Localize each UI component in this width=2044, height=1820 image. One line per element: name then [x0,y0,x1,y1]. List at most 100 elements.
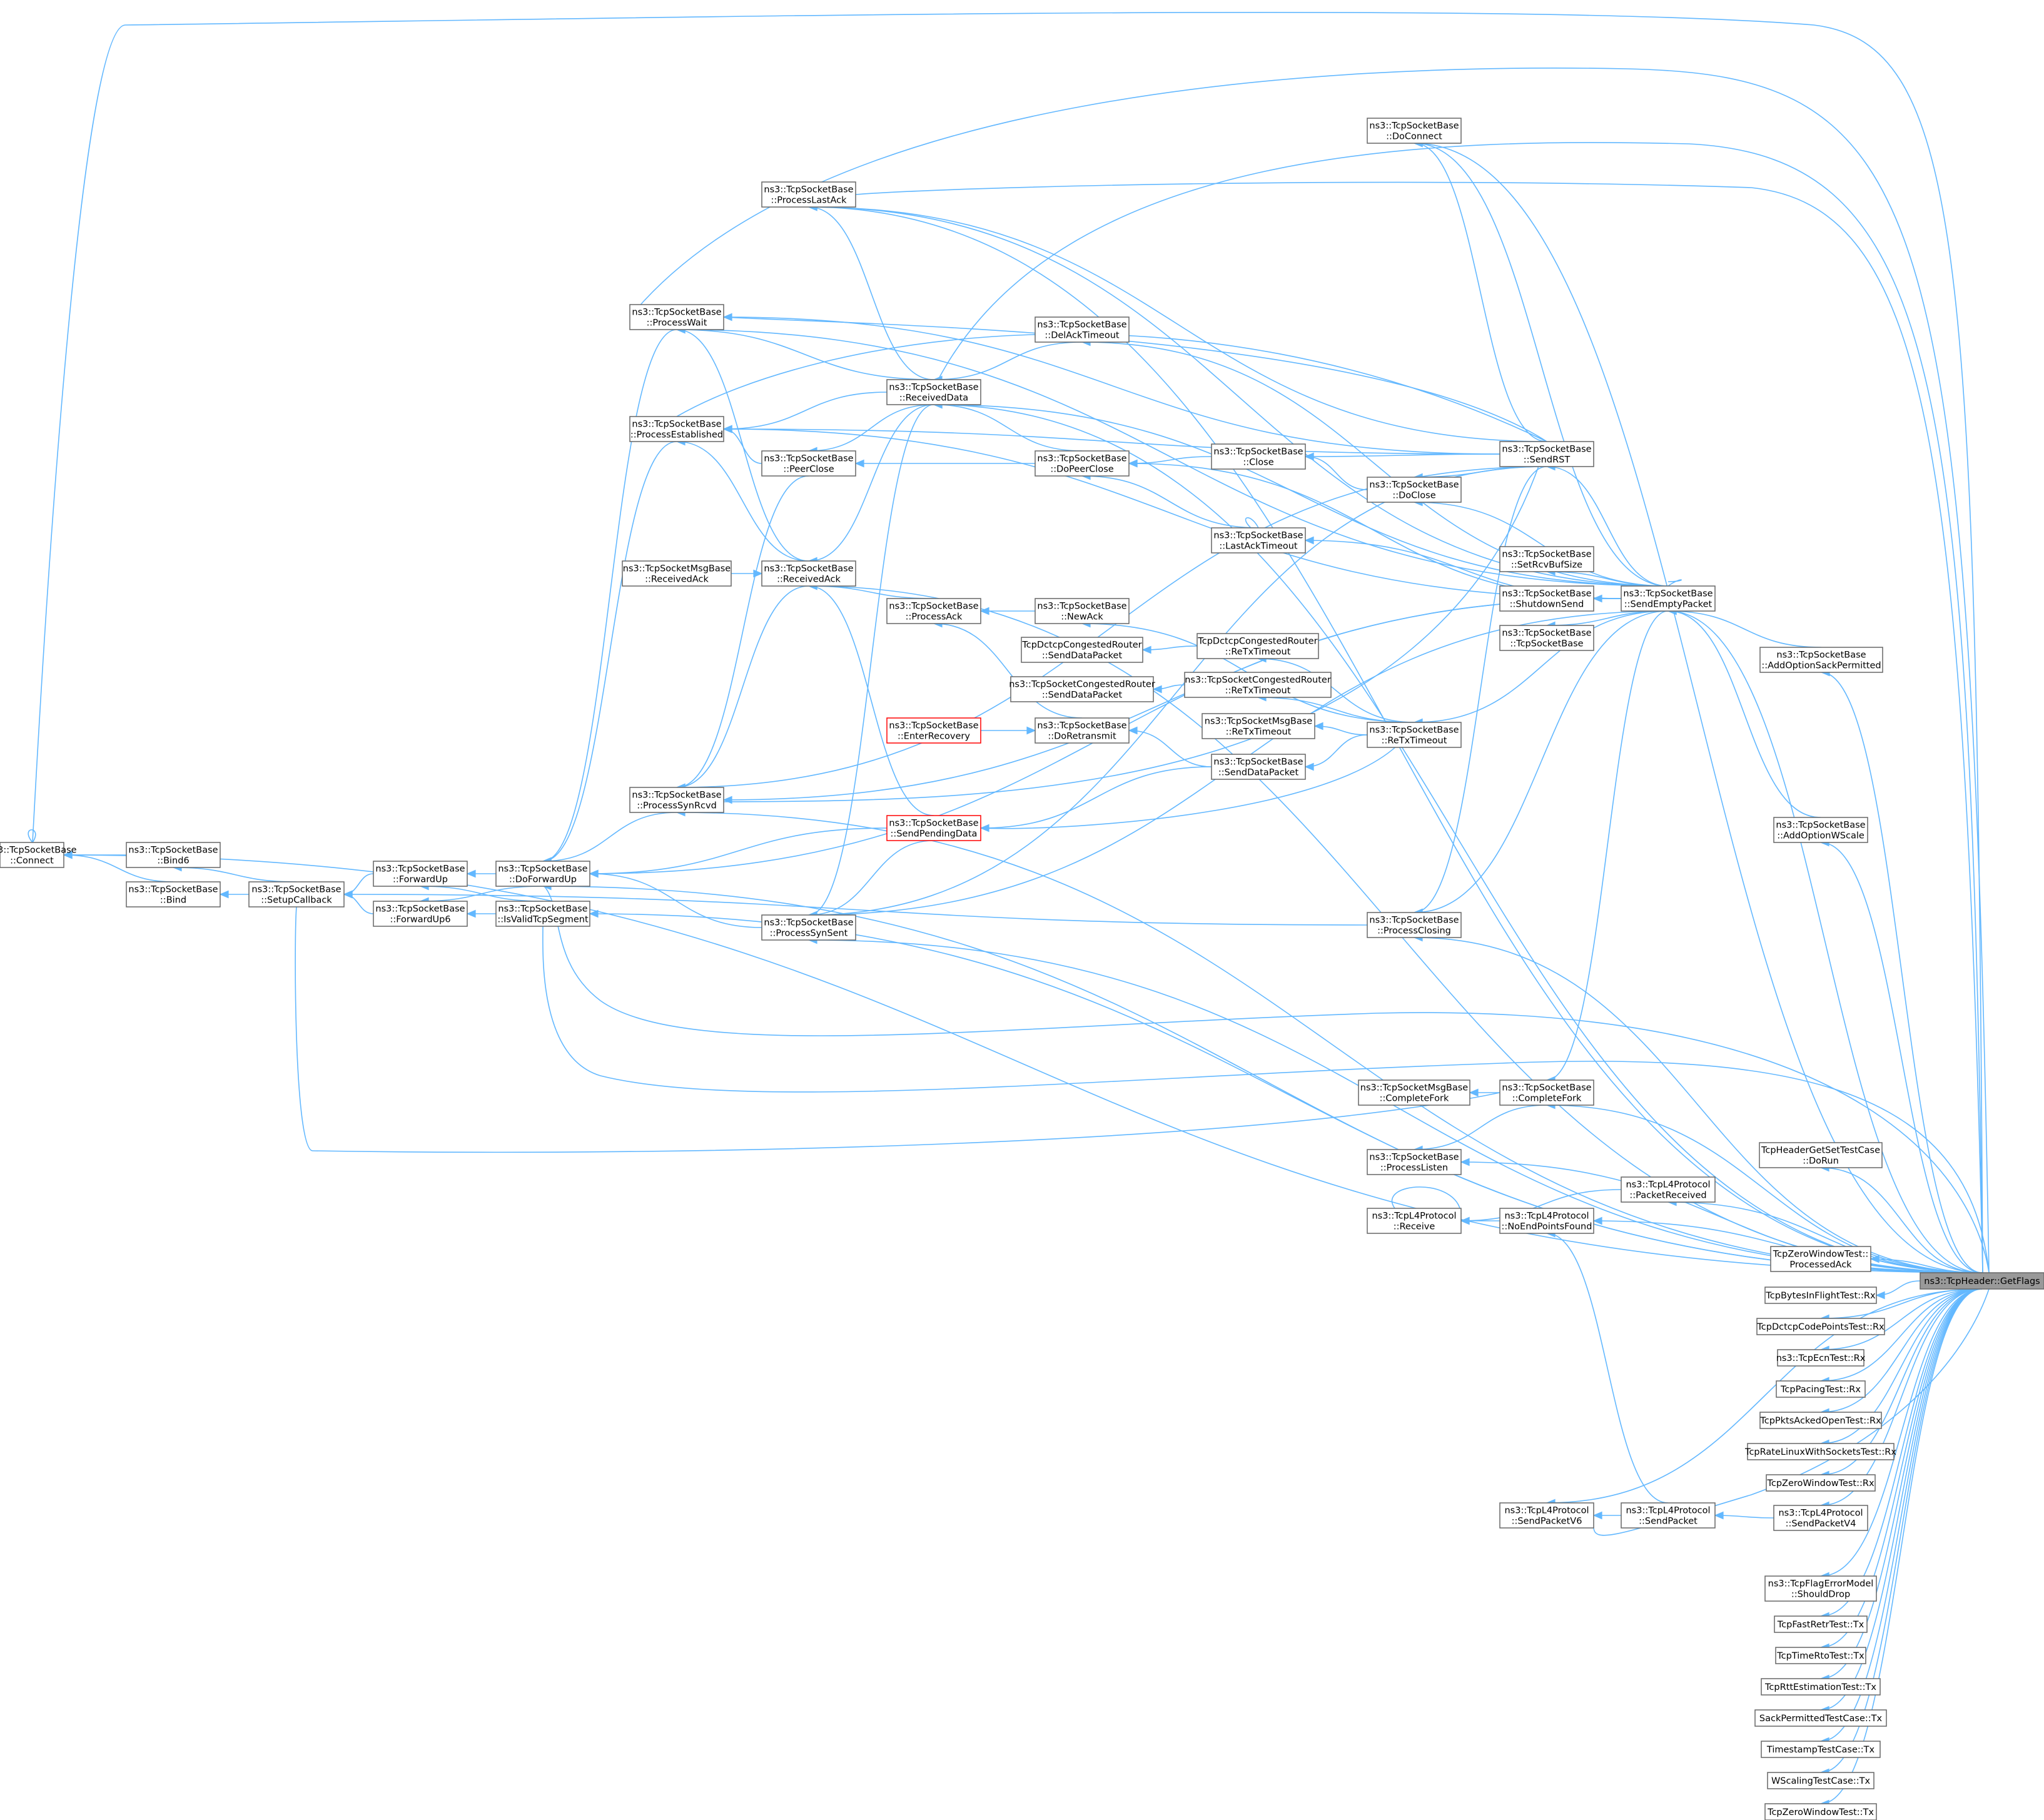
node-process-closing[interactable]: ns3::TcpSocketBase::ProcessClosing [1367,912,1462,938]
node-peer-close[interactable]: ns3::TcpSocketBase::PeerClose [761,450,856,477]
node-label: ns3::TcpL4Protocol [1626,1506,1710,1516]
node-process-wait[interactable]: ns3::TcpSocketBase::ProcessWait [629,304,724,330]
node-get-flags[interactable]: ns3::TcpHeader::GetFlags [1920,1272,2044,1290]
node-received-ack[interactable]: ns3::TcpSocketBase::ReceivedAck [761,560,856,587]
node-msg-complete-fork[interactable]: ns3::TcpSocketMsgBase::CompleteFork [1358,1079,1470,1106]
node-box [1773,1505,1868,1531]
node-last-ack-timeout[interactable]: ns3::TcpSocketBase::LastAckTimeout [1211,527,1306,554]
edge-getFlags-to-sendPacketV6 [1546,1288,1983,1504]
node-should-drop[interactable]: ns3::TcpFlagErrorModel::ShouldDrop [1764,1575,1877,1602]
node-box [1367,477,1462,503]
node-pacing-rx[interactable]: TcpPacingTest::Rx [1776,1380,1866,1398]
edge-sendPacket-to-noEndPointsFound [1546,1233,1669,1504]
edge-sendEmptyPacket-to-reTxTimeout [1414,610,1669,723]
node-ecn-rx[interactable]: ns3::TcpEcnTest::Rx [1776,1349,1866,1367]
node-process-syn-rcvd[interactable]: ns3::TcpSocketBase::ProcessSynRcvd [629,787,724,813]
node-sack-permitted-tx[interactable]: SackPermittedTestCase::Tx [1754,1709,1887,1727]
node-send-packet-v4[interactable]: ns3::TcpL4Protocol::SendPacketV4 [1773,1505,1868,1531]
node-bind[interactable]: ns3::TcpSocketBase::Bind [126,881,221,907]
node-rtt-estimation-tx[interactable]: TcpRttEstimationTest::Tx [1761,1678,1881,1696]
node-process-listen[interactable]: ns3::TcpSocketBase::ProcessListen [1367,1149,1462,1175]
node-enter-recovery[interactable]: ns3::TcpSocketBase::EnterRecovery [886,717,981,744]
node-send-packet[interactable]: ns3::TcpL4Protocol::SendPacket [1621,1502,1716,1529]
node-label: ns3::TcpSocketBase [1502,589,1591,599]
node-is-valid-tcp-segment[interactable]: ns3::TcpSocketBase::IsValidTcpSegment [495,901,590,927]
node-do-close[interactable]: ns3::TcpSocketBase::DoClose [1367,477,1462,503]
node-do-peer-close[interactable]: ns3::TcpSocketBase::DoPeerClose [1035,450,1130,477]
node-do-connect[interactable]: ns3::TcpSocketBase::DoConnect [1367,118,1462,144]
node-msg-received-ack[interactable]: ns3::TcpSocketMsgBase::ReceivedAck [622,560,732,587]
node-process-ack[interactable]: ns3::TcpSocketBase::ProcessAck [886,598,981,624]
node-process-syn-sent[interactable]: ns3::TcpSocketBase::ProcessSynSent [761,914,856,941]
node-forward-up6[interactable]: ns3::TcpSocketBase::ForwardUp6 [373,901,468,927]
node-box [1774,1615,1868,1633]
node-box [629,416,724,442]
node-re-tx-timeout[interactable]: ns3::TcpSocketBase::ReTxTimeout [1367,722,1462,748]
edge-curve-11 [28,829,36,843]
node-received-data[interactable]: ns3::TcpSocketBase::ReceivedData [886,379,981,405]
node-label: ::SetupCallback [261,896,332,906]
node-complete-fork[interactable]: ns3::TcpSocketBase::CompleteFork [1499,1079,1594,1106]
node-connect[interactable]: ns3::TcpSocketBase::Connect [0,842,77,868]
node-no-end-points-found[interactable]: ns3::TcpL4Protocol::NoEndPointsFound [1499,1208,1594,1234]
node-send-pending-data[interactable]: ns3::TcpSocketBase::SendPendingData [886,815,981,841]
node-box [1621,585,1716,612]
node-label: ::SendDataPacket [1042,690,1123,700]
node-set-rcv-buf-size[interactable]: ns3::TcpSocketBase::SetRcvBufSize [1499,546,1594,572]
node-time-rto-tx[interactable]: TcpTimeRtoTest::Tx [1775,1647,1866,1664]
node-forward-up[interactable]: ns3::TcpSocketBase::ForwardUp [373,861,468,887]
node-new-ack[interactable]: ns3::TcpSocketBase::NewAck [1035,598,1130,624]
node-box [1775,1647,1866,1664]
node-setup-callback[interactable]: ns3::TcpSocketBase::SetupCallback [248,881,345,907]
node-box [1499,1208,1594,1234]
node-send-r-s-t[interactable]: ns3::TcpSocketBase::SendRST [1499,441,1594,467]
node-zero-window-rx[interactable]: TcpZeroWindowTest::Rx [1766,1474,1876,1492]
node-del-ack-timeout[interactable]: ns3::TcpSocketBase::DelAckTimeout [1035,316,1130,343]
node-box [1367,118,1462,144]
node-box [761,450,856,477]
node-label: ns3::TcpSocketBase [1502,1083,1591,1093]
node-cong-re-tx-timeout[interactable]: ns3::TcpSocketCongestedRouter::ReTxTimeo… [1184,672,1332,698]
node-box [1499,441,1594,467]
node-l4-receive[interactable]: ns3::TcpL4Protocol::Receive [1367,1208,1462,1234]
node-bytes-in-flight-rx[interactable]: TcpBytesInFlightTest::Rx [1764,1287,1877,1304]
edge-sendEmptyPacket-to-processWait [676,329,1669,587]
edge-curve-5 [542,926,1990,1273]
node-close[interactable]: ns3::TcpSocketBase::Close [1211,443,1306,470]
node-packet-received[interactable]: ns3::TcpL4Protocol::PacketReceived [1621,1176,1716,1203]
node-tcp-socket-base[interactable]: ns3::TcpSocketBase::TcpSocketBase [1499,625,1594,651]
node-do-forward-up[interactable]: ns3::TcpSocketBase::DoForwardUp [495,861,590,887]
node-send-empty-packet[interactable]: ns3::TcpSocketBase::SendEmptyPacket [1621,585,1716,612]
node-zero-window-tx[interactable]: TcpZeroWindowTest::Tx [1764,1803,1877,1820]
node-msg-re-tx-timeout[interactable]: ns3::TcpSocketMsgBase::ReTxTimeout [1202,713,1315,739]
edge-getFlags-to-rateLinuxRx [1820,1288,1983,1444]
node-send-packet-v6[interactable]: ns3::TcpL4Protocol::SendPacketV6 [1499,1502,1594,1529]
node-bind6[interactable]: ns3::TcpSocketBase::Bind6 [126,842,221,868]
node-wscaling-tx[interactable]: WScalingTestCase::Tx [1767,1772,1875,1789]
node-cong-send-data-packet[interactable]: ns3::TcpSocketCongestedRouter::SendDataP… [1009,676,1155,702]
node-dctcp-code-points-rx[interactable]: TcpDctcpCodePointsTest::Rx [1756,1318,1885,1335]
node-add-option-sack-permitted[interactable]: ns3::TcpSocketBase::AddOptionSackPermitt… [1759,647,1883,673]
node-pkts-acked-open-rx[interactable]: TcpPktsAckedOpenTest::Rx [1759,1412,1882,1429]
node-box [886,717,981,744]
node-send-data-packet[interactable]: ns3::TcpSocketBase::SendDataPacket [1211,754,1306,780]
node-label: ns3::TcpSocketBase [375,864,465,874]
node-header-do-run[interactable]: TcpHeaderGetSetTestCase::DoRun [1759,1142,1883,1168]
node-label: ::ReTxTimeout [1225,686,1291,696]
node-dctcp-send-data-packet[interactable]: TcpDctcpCongestedRouter::SendDataPacket [1021,637,1143,663]
node-zero-window-processed-ack[interactable]: TcpZeroWindowTest::ProcessedAck [1770,1246,1871,1272]
node-label: ::ReceivedAck [777,575,841,585]
node-process-established[interactable]: ns3::TcpSocketBase::ProcessEstablished [629,416,724,442]
node-process-last-ack[interactable]: ns3::TcpSocketBase::ProcessLastAck [761,181,856,208]
edge-curve-0 [32,11,1983,1273]
node-fast-retr-tx[interactable]: TcpFastRetrTest::Tx [1774,1615,1868,1633]
node-timestamp-tx[interactable]: TimestampTestCase::Tx [1761,1741,1881,1758]
node-dctcp-re-tx-timeout[interactable]: TcpDctcpCongestedRouter::ReTxTimeout [1197,633,1319,659]
node-rate-linux-rx[interactable]: TcpRateLinuxWithSocketsTest::Rx [1744,1443,1896,1460]
node-box [373,901,468,927]
node-label: ns3::TcpSocketBase [498,904,587,914]
node-add-option-w-scale[interactable]: ns3::TcpSocketBase::AddOptionWScale [1773,817,1868,843]
node-shutdown-send[interactable]: ns3::TcpSocketBase::ShutdownSend [1499,585,1594,612]
node-label: ::ShutdownSend [1510,600,1584,610]
node-do-retransmit[interactable]: ns3::TcpSocketBase::DoRetransmit [1035,717,1130,744]
